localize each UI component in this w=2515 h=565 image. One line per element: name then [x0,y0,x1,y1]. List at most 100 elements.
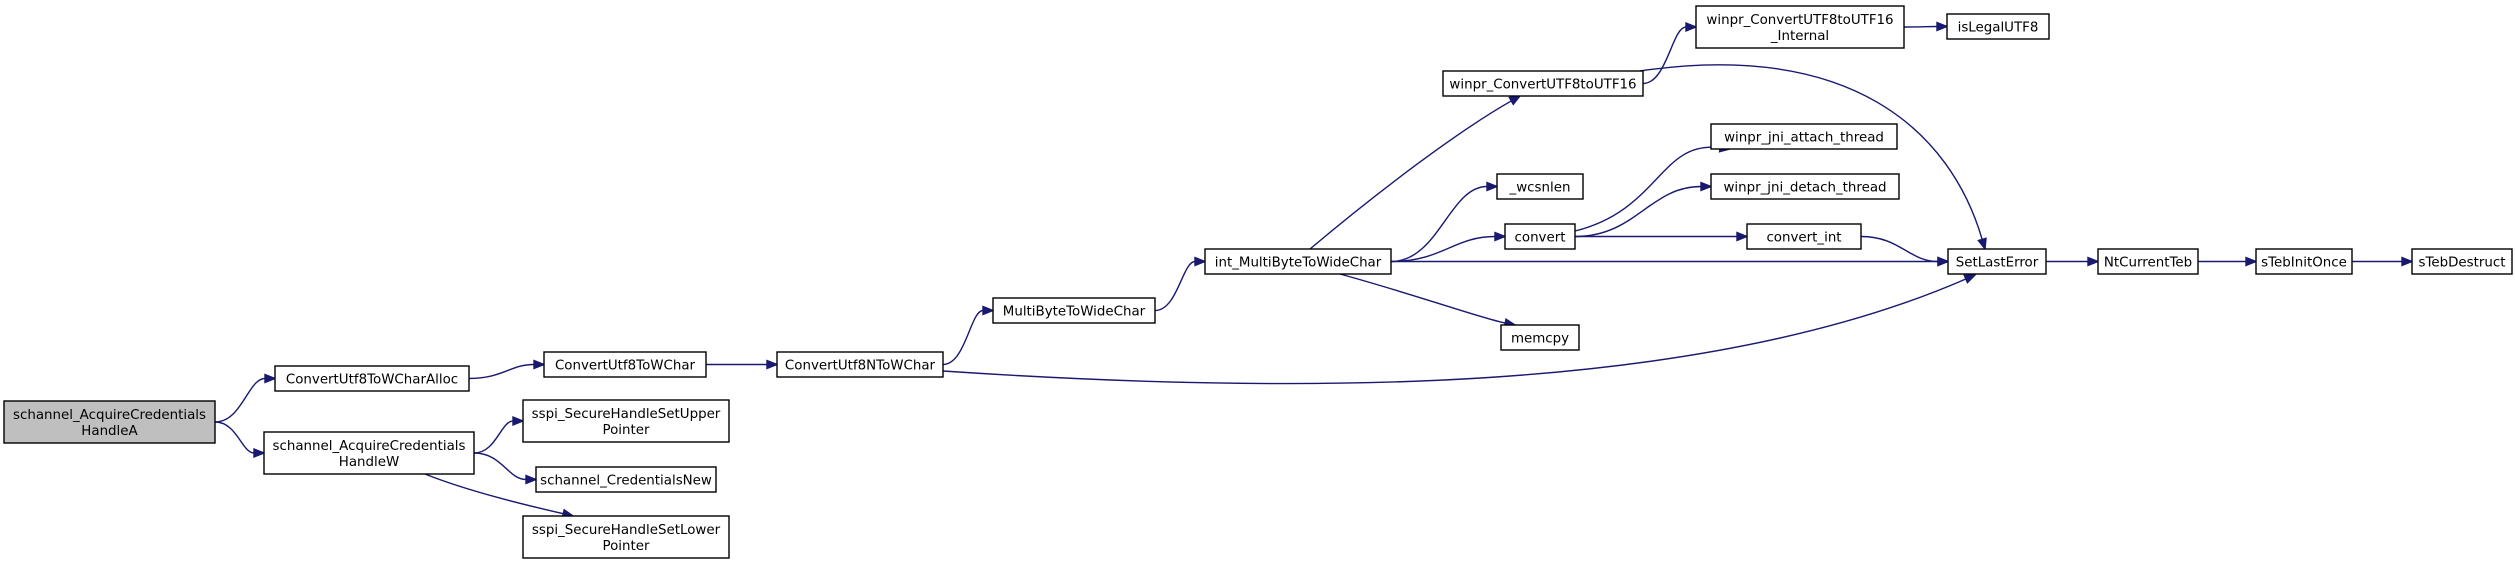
edge-n16-n17 [2197,256,2258,267]
edge-n5-n14 [1339,273,1517,328]
arrowhead-icon [1700,181,1713,192]
node-int-multibytetowidechar[interactable]: int_MultiByteToWideChar [1204,248,1392,275]
node-box [1504,223,1576,250]
edge-n0-n1 [214,373,277,423]
node-label: HandleW [339,455,399,470]
edge-line [214,421,255,454]
edge-n6-n7 [1642,21,1698,85]
edge-n15-n16 [2045,256,2100,267]
arrowhead-icon [766,359,779,370]
edges-layer [214,21,2414,519]
node-box [3,400,216,444]
node-label: isLegalUTF8 [1958,21,2039,36]
node-convert[interactable]: convert [1504,223,1576,250]
node-label: sTebDestruct [2419,256,2506,271]
edge-n5-n15 [1391,256,1950,267]
node-box [1204,248,1392,275]
node-multibytetowidechar[interactable]: MultiByteToWideChar [992,297,1156,324]
node-label: schannel_CredentialsNew [540,474,712,489]
arrowhead-icon [1937,256,1950,267]
edge-n6-n15 [1639,64,1987,251]
node-box [1695,5,1905,49]
node-convertutf8ntowchar[interactable]: ConvertUtf8NToWChar [776,351,944,378]
arrowhead-icon [1936,21,1949,32]
arrowhead-icon [264,373,277,384]
node-label: memcpy [1511,332,1569,347]
node-label: int_MultiByteToWideChar [1215,256,1382,271]
node-box [522,515,730,559]
node-memcpy[interactable]: memcpy [1500,324,1580,351]
node-box [543,351,707,378]
edge-n13-n15 [1860,235,1950,267]
edge-n17-n18 [2351,256,2414,267]
node-convert-int[interactable]: convert_int [1746,223,1862,250]
arrowhead-icon [1685,21,1698,33]
edge-line [1903,25,1938,28]
node-schannel-credentialsnew[interactable]: schannel_CredentialsNew [535,466,717,493]
node-label: winpr_ConvertUTF8toUTF16 [1449,78,1636,93]
node-label: MultiByteToWideChar [1003,305,1146,320]
edge-line [1390,235,1496,263]
node-box [1746,223,1862,250]
node-box [522,399,730,443]
node-box [1442,70,1644,97]
node-label: Pointer [603,423,650,438]
node-ntcurrentteb[interactable]: NtCurrentTeb [2097,248,2199,275]
arrowhead-icon [2401,256,2414,267]
edge-n5-n6 [1309,95,1522,250]
arrowhead-icon [253,447,266,459]
edge-n3-n15 [942,274,1977,385]
node-box [2255,248,2353,275]
edge-line [473,452,527,481]
node-box [992,297,1156,324]
edge-line [424,473,564,515]
node-stebinitonce[interactable]: sTebInitOnce [2255,248,2353,275]
edge-line [468,363,535,380]
edge-n5-n10 [1390,231,1507,263]
arrowhead-icon [1486,181,1499,192]
node-label: convert [1515,231,1566,246]
node-winpr-jni-detach-thread[interactable]: winpr_jni_detach_thread [1710,173,1900,200]
edge-n7-n8 [1903,21,1949,32]
node-label: convert_int [1766,231,1841,246]
node-winpr-convertutf8toutf16[interactable]: winpr_ConvertUTF8toUTF16 [1442,70,1644,97]
node-winpr-jni-attach-thread[interactable]: winpr_jni_attach_thread [1710,123,1898,150]
arrowhead-icon [1194,256,1207,267]
edge-n0-n19 [214,421,266,459]
node-label: winpr_ConvertUTF8toUTF16 [1706,13,1893,28]
node-label: sspi_SecureHandleSetUpper [532,407,721,422]
node-stebdestruct[interactable]: sTebDestruct [2411,248,2513,275]
arrowhead-icon [512,415,525,427]
edge-n3-n4 [942,305,995,366]
node-label: winpr_jni_attach_thread [1724,131,1884,146]
node-label: _wcsnlen [1509,181,1571,196]
arrowhead-icon [533,359,546,370]
edge-line [1574,185,1702,238]
node-convertutf8towcharalloc[interactable]: ConvertUtf8ToWCharAlloc [274,365,470,392]
edge-n1-n2 [468,359,546,380]
node-box [263,431,475,475]
edge-n4-n5 [1154,256,1207,312]
edge-n10-n13 [1575,231,1749,242]
node-islegalutf8[interactable]: isLegalUTF8 [1946,13,2050,40]
node-label: winpr_jni_detach_thread [1723,181,1886,196]
node-convertutf8towchar[interactable]: ConvertUtf8ToWChar [543,351,707,378]
node-setlasterror[interactable]: SetLastError [1947,248,2047,275]
edge-n19-n21 [473,452,538,485]
node-label: schannel_AcquireCredentials [273,439,466,454]
edge-n5-n9 [1390,181,1499,263]
edge-line [214,377,266,423]
node-label: Pointer [603,539,650,554]
node-box [1500,324,1580,351]
node-box [1947,248,2047,275]
arrowhead-icon [1977,237,1987,251]
node-label: sTebInitOnce [2261,256,2347,271]
node-winpr-convertutf8toutf16-internal[interactable]: winpr_ConvertUTF8toUTF16_Internal [1695,5,1905,49]
node--wcsnlen[interactable]: _wcsnlen [1496,173,1584,200]
